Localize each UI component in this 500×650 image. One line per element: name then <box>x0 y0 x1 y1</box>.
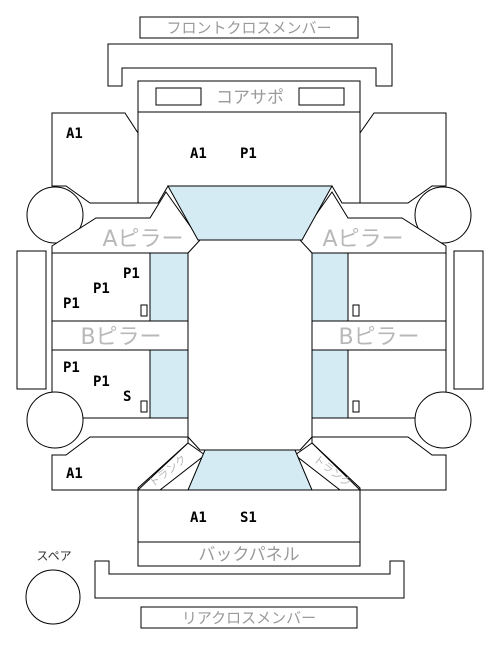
b-pillar-right-label: Bピラー <box>338 325 419 350</box>
front-left-fender[interactable] <box>51 112 139 204</box>
front-cross-member-label: フロントクロスメンバー <box>166 19 331 37</box>
front-left-door-mark-2: P1 <box>93 281 110 297</box>
back-panel[interactable] <box>137 541 361 567</box>
front-right-door-handle <box>352 304 360 317</box>
rear-left-window[interactable] <box>149 349 189 419</box>
rear-left-fender-mark: A1 <box>66 466 83 482</box>
front-left-wheel[interactable] <box>26 186 84 244</box>
front-left-door-handle <box>140 304 148 317</box>
windshield[interactable] <box>167 185 333 241</box>
b-pillar-left-label: Bピラー <box>80 325 161 350</box>
rear-right-door-handle <box>352 400 360 413</box>
hood-mark-a1: A1 <box>190 146 207 162</box>
hood-mark-p1: P1 <box>240 146 257 162</box>
left-side-step[interactable] <box>16 250 47 390</box>
front-right-window[interactable] <box>311 252 349 322</box>
trunk-mark-s1: S1 <box>240 510 257 526</box>
rear-left-door-mark-s: S <box>123 389 131 405</box>
rear-right-wheel[interactable] <box>414 391 472 449</box>
trunk-lid[interactable] <box>137 489 361 543</box>
front-right-wheel[interactable] <box>414 186 472 244</box>
front-right-fender[interactable] <box>359 112 447 204</box>
core-support-label: コアサポ <box>216 88 284 108</box>
rear-cross-member-bracket[interactable] <box>94 560 405 599</box>
rear-left-wheel[interactable] <box>26 391 84 449</box>
back-panel-label: バックパネル <box>198 545 299 565</box>
rear-cross-member-box[interactable] <box>140 606 358 629</box>
spare-label: スペア <box>36 549 71 563</box>
a-pillar-right-label: Aピラー <box>322 227 403 252</box>
front-cross-member-bracket[interactable] <box>107 43 393 87</box>
a-pillar-left-label: Aピラー <box>102 227 183 252</box>
rear-left-door-mark-2: P1 <box>93 374 110 390</box>
front-left-fender-mark: A1 <box>66 126 83 142</box>
front-cross-member-box[interactable] <box>139 16 359 39</box>
rear-right-window[interactable] <box>311 349 349 419</box>
rear-cross-member-label: リアクロスメンバー <box>182 609 316 627</box>
rear-left-door-handle <box>140 400 148 413</box>
spare-tire[interactable] <box>25 569 81 625</box>
front-left-door-mark-3: P1 <box>123 266 140 282</box>
front-left-window[interactable] <box>149 252 189 322</box>
right-side-step[interactable] <box>453 250 484 390</box>
core-support-left-slot <box>155 87 202 106</box>
rear-left-door-mark-1: P1 <box>63 360 80 376</box>
trunk-mark-a1: A1 <box>190 510 207 526</box>
core-support-right-slot <box>298 87 345 106</box>
front-left-door-mark-1: P1 <box>63 296 80 312</box>
roof-panel[interactable] <box>187 239 313 451</box>
rear-window[interactable] <box>187 449 313 491</box>
